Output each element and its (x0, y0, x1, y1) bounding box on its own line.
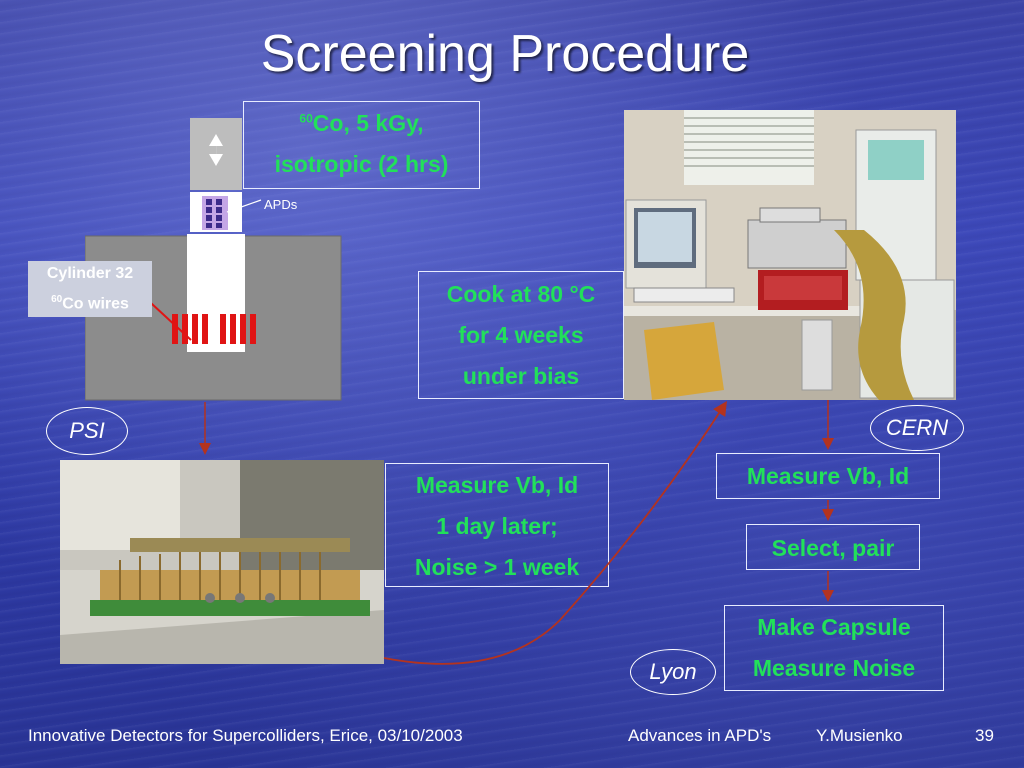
apd-chips (206, 199, 222, 228)
footer-left: Innovative Detectors for Supercolliders,… (28, 726, 463, 745)
cern-capsule-box: Make Capsule Measure Noise (724, 605, 944, 691)
psi-board-photo (60, 460, 384, 664)
cook-box-line1: Cook at 80 °C (446, 281, 596, 307)
cobalt-wires (172, 314, 256, 344)
source-box: 60Co, 5 kGy, isotropic (2 hrs) (243, 101, 480, 189)
psi-measure-line3: Noise > 1 week (414, 554, 580, 580)
cook-box: Cook at 80 °C for 4 weeks under bias (418, 271, 624, 399)
cylinder-label: Cylinder 32 60Co wires (28, 261, 152, 317)
footer-author: Y.Musienko (816, 726, 903, 745)
source-box-line2: isotropic (2 hrs) (274, 151, 449, 177)
cern-select-box: Select, pair (746, 524, 920, 570)
source-box-line1: 60Co, 5 kGy, (299, 110, 424, 136)
site-cern: CERN (870, 405, 964, 451)
cern-capsule-line1: Make Capsule (757, 614, 911, 640)
arrow-psi-to-cern (383, 400, 727, 665)
cylinder-label-line1: Cylinder 32 (46, 265, 134, 282)
psi-measure-box: Measure Vb, Id 1 day later; Noise > 1 we… (385, 463, 609, 587)
site-lyon: Lyon (630, 649, 716, 695)
psi-measure-line2: 1 day later; (436, 513, 558, 539)
footer-center: Advances in APD's (628, 726, 772, 745)
slide-title: Screening Procedure (260, 25, 750, 83)
cern-capsule-line2: Measure Noise (752, 655, 916, 681)
psi-measure-line1: Measure Vb, Id (415, 472, 579, 498)
apds-label: APDs (264, 197, 298, 212)
cern-measure-box: Measure Vb, Id (716, 453, 940, 499)
cook-box-line2: for 4 weeks (458, 322, 584, 348)
cylinder-label-line2: 60Co wires (51, 294, 129, 313)
cook-box-line3: under bias (462, 363, 580, 389)
site-psi: PSI (46, 407, 128, 455)
footer-page-number: 39 (975, 726, 994, 745)
cern-lab-photo (624, 110, 956, 400)
